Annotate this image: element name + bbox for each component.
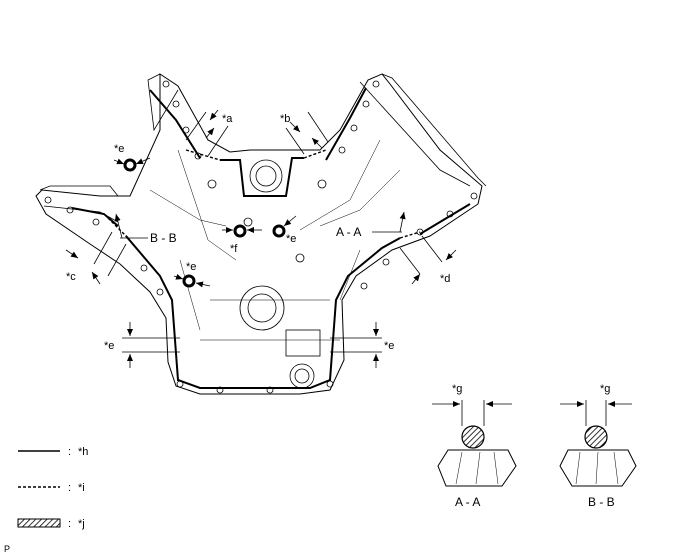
legend-item-hatched: : *j [17, 518, 85, 530]
dimension-c: *c [65, 231, 127, 285]
dimension-a: *a [185, 109, 233, 157]
dimension-d: *d [399, 235, 457, 285]
callout-e-5: *e [330, 322, 394, 368]
legend-label-i: *i [78, 482, 85, 494]
legend-label-j: *j [78, 518, 85, 530]
o-rings [123, 158, 286, 288]
legend-label-h: *h [78, 446, 88, 458]
legend-item-dashed: : *i [18, 482, 85, 494]
legend-sep-3: : [68, 518, 71, 530]
dimension-b: *b [280, 111, 329, 155]
dashed-seal-segments [107, 149, 421, 239]
callout-d: *d [440, 273, 450, 285]
section-aa-label: A - A [455, 495, 480, 509]
section-aa-detail: *g A - A [432, 383, 517, 509]
section-marker-aa: A - A [336, 211, 406, 239]
callout-b: *b [280, 113, 290, 125]
callout-e-2-label: *e [286, 233, 296, 245]
timing-cover [35, 73, 487, 395]
legend-sep-2: : [68, 482, 71, 494]
callout-c: *c [66, 271, 76, 283]
section-bb-label: B - B [588, 495, 615, 509]
section-bb-ref: B - B [150, 231, 177, 245]
callout-e-3-label: *e [186, 261, 196, 273]
figure-code: P [4, 544, 10, 554]
callout-g-1: *g [452, 383, 462, 395]
legend-item-solid: : *h [18, 446, 88, 458]
legend: : *h : *i : *j [17, 446, 88, 530]
callout-e-4: *e [104, 322, 180, 368]
callout-e-5-label: *e [384, 340, 394, 352]
callout-a: *a [222, 113, 233, 125]
callout-e-4-label: *e [104, 340, 114, 352]
legend-sep-1: : [68, 446, 71, 458]
callout-e-1: *e [113, 143, 151, 165]
callout-e-3: *e [173, 261, 211, 288]
section-marker-bb: B - B [114, 213, 177, 245]
callout-e-2: *e [283, 215, 296, 245]
callout-g-2: *g [600, 383, 610, 395]
section-aa-ref: A - A [336, 225, 361, 239]
callout-e-1-label: *e [114, 143, 124, 155]
seal-packer-line [71, 87, 471, 389]
callout-f: *f [222, 227, 262, 255]
section-bb-detail: *g B - B [559, 383, 637, 509]
callout-f-label: *f [230, 243, 238, 255]
